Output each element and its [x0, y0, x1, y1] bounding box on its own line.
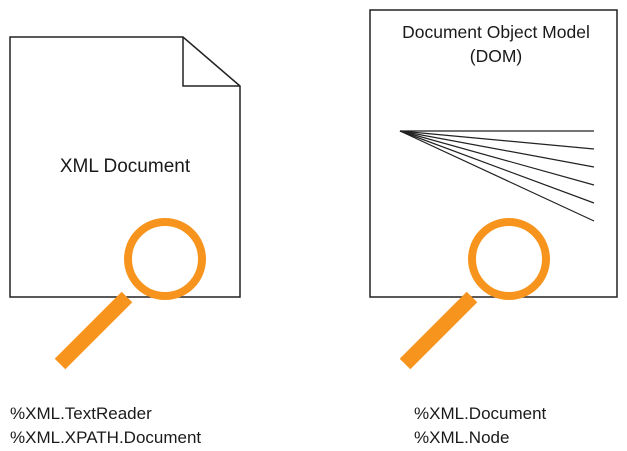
dom-box: Document Object Model (DOM): [369, 9, 618, 298]
xml-document-page: XML Document: [9, 36, 241, 298]
left-class-list: %XML.TextReader %XML.XPATH.Document: [10, 402, 201, 450]
magnifying-glass-icon: [399, 218, 550, 370]
dom-title-line2: (DOM): [470, 46, 522, 66]
xml-document-label: XML Document: [60, 156, 191, 177]
class-name: %XML.TextReader: [10, 404, 152, 423]
class-name: %XML.Node: [414, 428, 510, 447]
dom-title-line1: Document Object Model: [402, 22, 590, 42]
class-name: %XML.XPATH.Document: [10, 428, 202, 447]
magnifying-glass-icon: [54, 218, 206, 370]
dom-tree-lines: [399, 130, 595, 222]
class-name: %XML.Document: [414, 404, 547, 423]
right-class-list: %XML.Document %XML.Node: [414, 402, 546, 450]
